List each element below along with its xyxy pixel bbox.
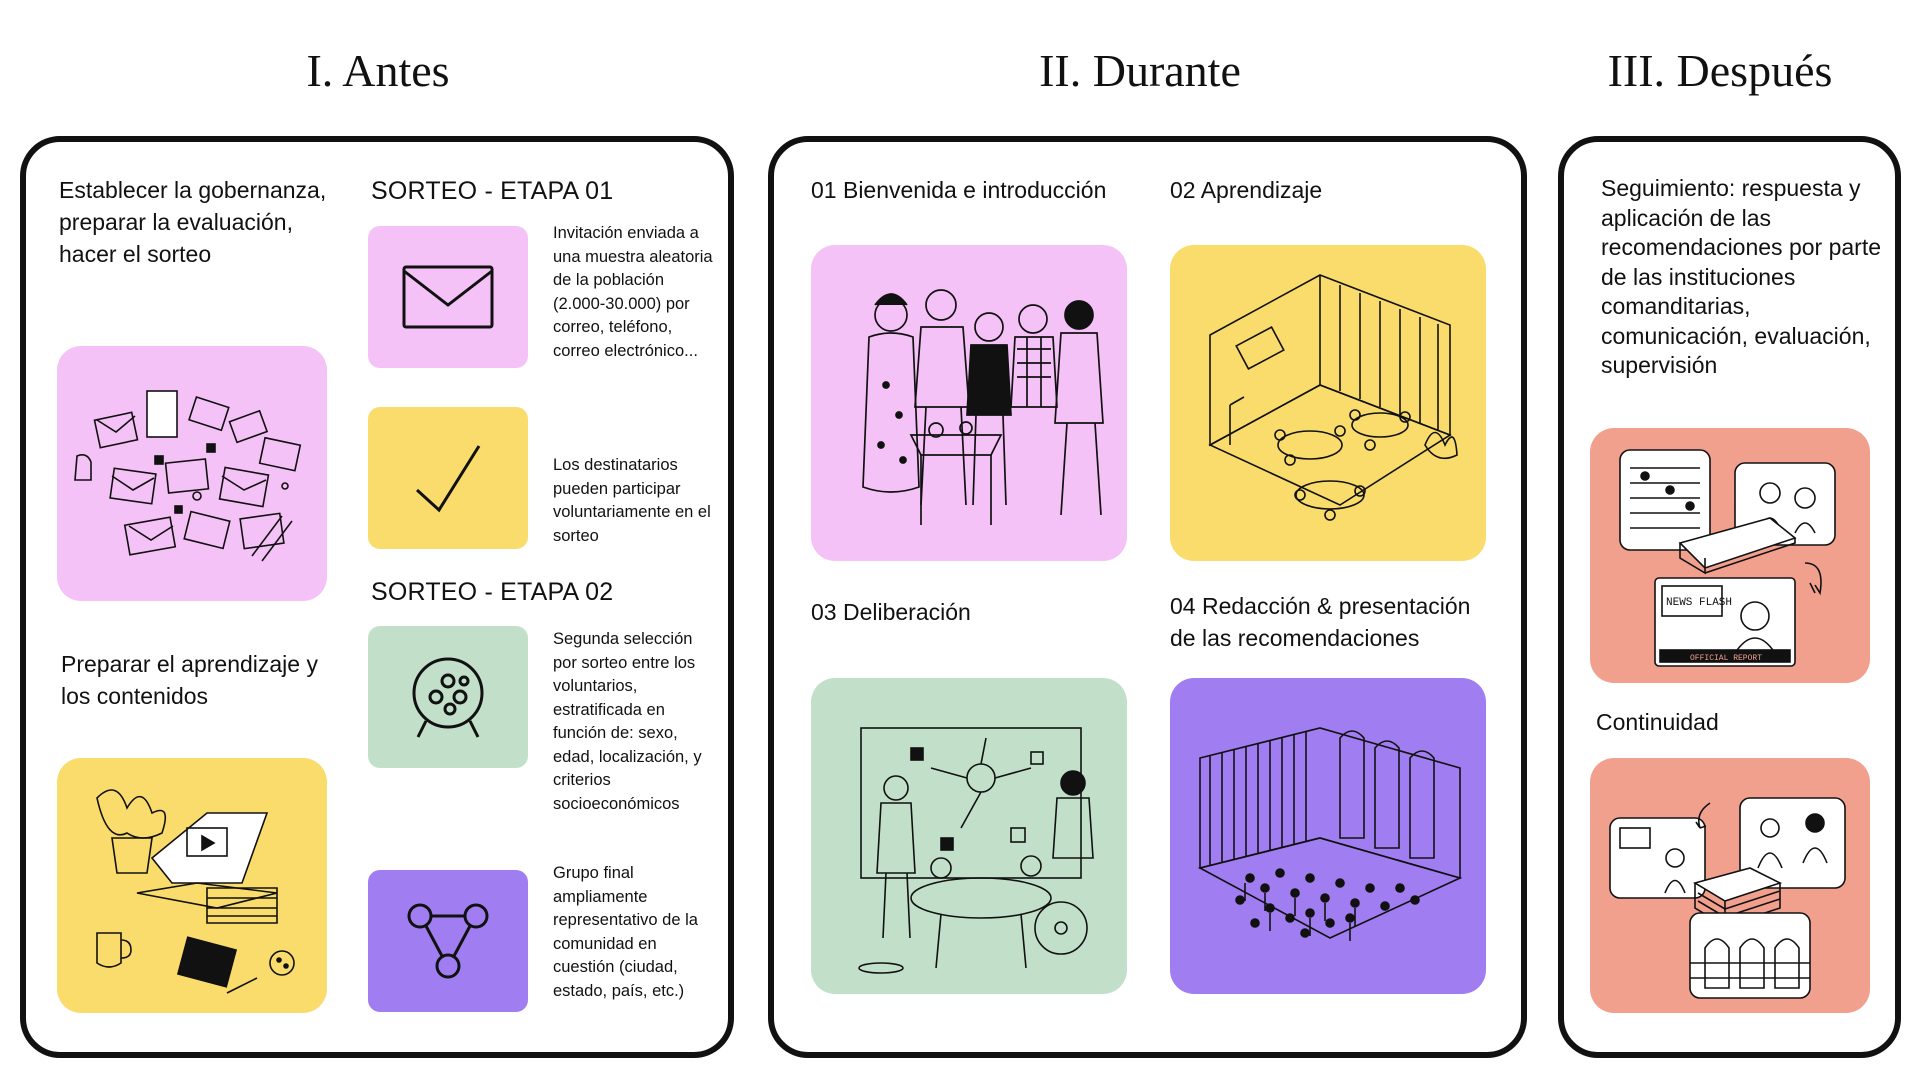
network-icon	[368, 870, 528, 1012]
official-report-label: OFFICIAL REPORT	[1690, 654, 1762, 663]
phase-title-durante: II. Durante	[1039, 45, 1241, 96]
draw-stage-02-heading: SORTEO - ETAPA 02	[371, 578, 614, 606]
illustration-followup-news: NEWS FLASH OFFICIAL REPORT	[1590, 428, 1870, 683]
step-governance-text: Establecer la gobernanza, preparar la ev…	[59, 177, 327, 267]
envelope-icon	[368, 226, 528, 368]
step-drafting-text: 04 Redacción & presentación de las recom…	[1170, 593, 1471, 651]
draw-stage-01-volunteer-text: Los destinatarios pueden participar volu…	[553, 456, 711, 545]
news-flash-label: NEWS FLASH	[1666, 597, 1732, 609]
illustration-presentation-hall	[1170, 678, 1486, 994]
step-welcome-text: 01 Bienvenida e introducción	[811, 177, 1107, 203]
illustration-learning-room	[1170, 245, 1486, 561]
step-learning-prep-text: Preparar el aprendizaje y los contenidos	[61, 651, 318, 709]
checkmark-icon	[368, 407, 528, 549]
step-followup-text: Seguimiento: respuesta y aplicación de l…	[1601, 175, 1881, 378]
phase-title-despues: III. Después	[1607, 45, 1833, 96]
illustration-continuity	[1590, 758, 1870, 1013]
illustration-sorting-papers	[57, 346, 327, 601]
step-continuity-text: Continuidad	[1596, 709, 1719, 735]
illustration-deliberation	[811, 678, 1127, 994]
draw-stage-01-heading: SORTEO - ETAPA 01	[371, 177, 614, 205]
draw-final-group-text: Grupo final ampliamente representativo d…	[553, 864, 698, 1000]
draw-stage-02-selection-text: Segunda selección por sorteo entre los v…	[553, 630, 702, 813]
draw-stage-01-invitation-text: Invitación enviada a una muestra aleator…	[553, 224, 713, 360]
illustration-welcome-people	[811, 245, 1127, 561]
step-learning-text: 02 Aprendizaje	[1170, 177, 1323, 203]
phase-title-antes: I. Antes	[306, 45, 450, 96]
illustration-laptop-desk	[57, 758, 327, 1013]
step-deliberation-text: 03 Deliberación	[811, 599, 971, 625]
lottery-drum-icon	[368, 626, 528, 768]
